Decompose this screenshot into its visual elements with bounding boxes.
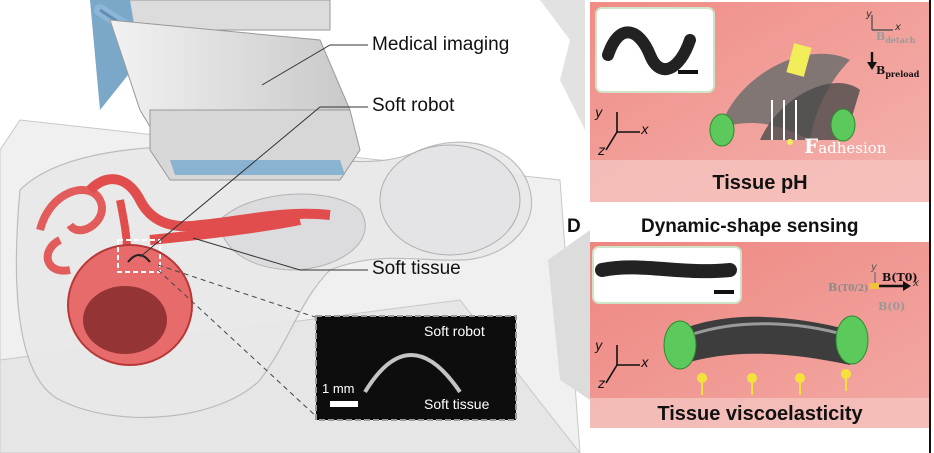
panel-d-axis-x: x [641,356,649,371]
label-soft-tissue: Soft tissue [372,258,461,279]
inset-label-soft-robot: Soft robot [424,323,485,339]
inset-label-soft-tissue: Soft tissue [424,396,490,412]
viscoelastic-springs [697,369,851,395]
b-t0-label: B(T0) [882,271,918,284]
vascular-structure [36,174,331,366]
panel-d-heading: Dynamic-shape sensing [641,216,859,237]
panel-c-axes [605,112,640,151]
connector-wedge-bottom [548,230,590,400]
connector-wedge-top [540,0,585,130]
panel-c-field-axis-x: x [895,22,901,33]
panel-d-field-axis-x: x [913,278,919,289]
robot-site-marker [117,239,161,273]
b-zero-label: B(0) [878,300,906,313]
imaging-probe [90,0,361,181]
adhesion-arrows [771,100,797,140]
panel-d-field-axis-y: y [871,262,877,273]
force-adhesion-label: Fadhesion [804,134,887,158]
b-half-period-label: B(T0/2) [828,281,869,294]
callout-lines [139,44,368,419]
label-medical-imaging: Medical imaging [372,34,510,55]
panel-c-caption: Tissue pH [712,172,808,194]
panel-d [590,242,930,428]
b-detach-label: Bdetach [876,30,916,45]
panel-c-axis-y: y [595,106,603,121]
ultrasound-inset [315,315,517,421]
panel-d-caption: Tissue viscoelasticity [657,403,863,425]
panel-c-field-axis-y: y [866,9,872,20]
panel-d-axes [605,345,640,384]
panel-c-axis-x: x [641,123,649,138]
panel-c-axis-z: z [598,144,605,159]
field-glyph-d [869,272,911,291]
field-glyph-c [867,15,893,70]
scale-bar [330,401,358,407]
inset-scale-label: 1 mm [322,381,355,396]
panel-d-axis-z: z [598,377,605,392]
label-soft-robot: Soft robot [372,95,455,116]
panel-d-axis-y: y [595,339,603,354]
panel-d-letter: D [567,216,581,237]
b-preload-label: Bpreload [876,64,920,79]
panel-c [590,2,930,202]
